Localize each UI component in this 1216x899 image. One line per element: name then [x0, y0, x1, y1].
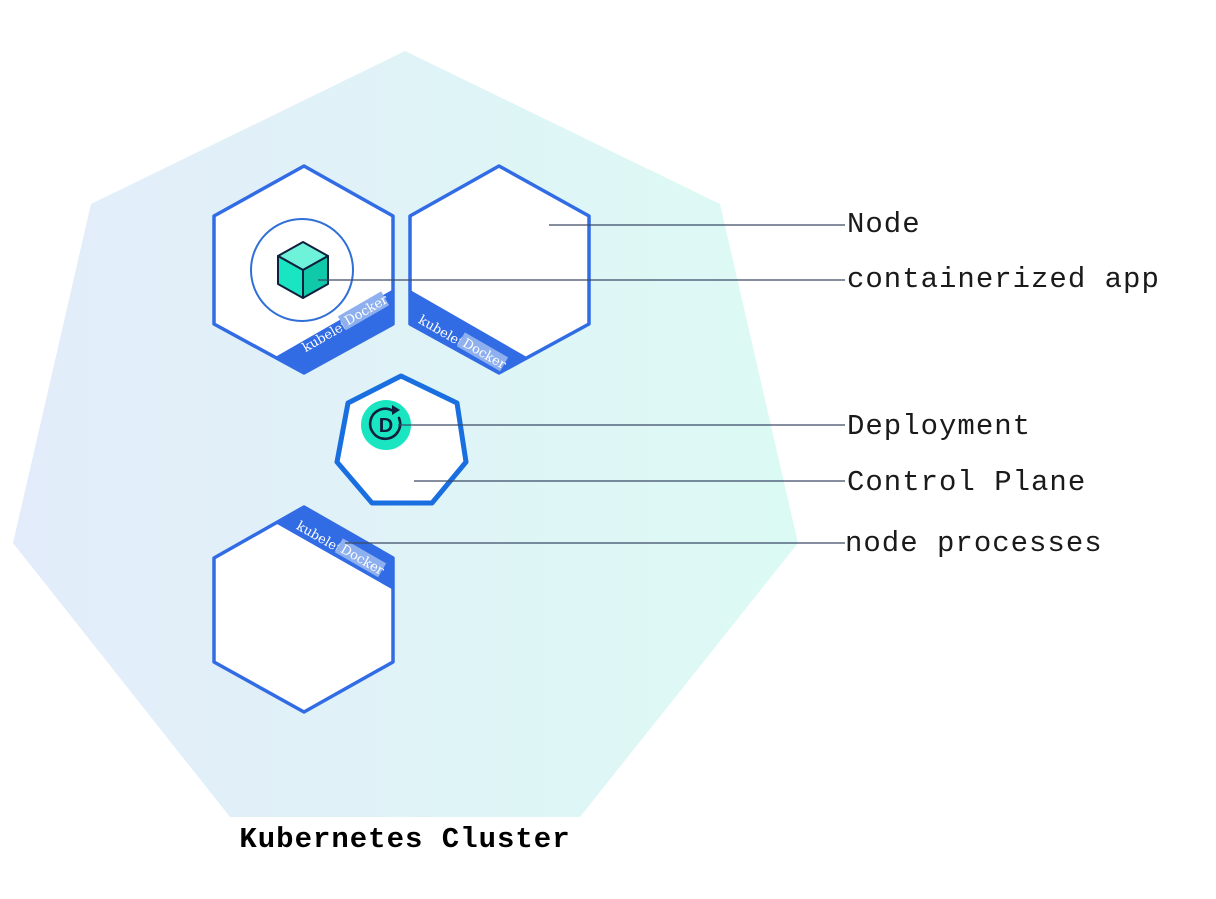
- deployment-icon-letter: D: [379, 415, 393, 437]
- containerized-app-label: containerized app: [847, 263, 1160, 296]
- deployment-icon: D: [361, 400, 411, 450]
- docker-chip: [456, 332, 509, 372]
- docker-chip: [334, 538, 387, 578]
- node-2: kubelet Docker: [408, 164, 591, 375]
- node-3: kubelet Docker: [212, 505, 395, 714]
- cluster-title: Kubernetes Cluster: [239, 823, 570, 856]
- control-plane: D: [334, 373, 469, 506]
- node-label: Node: [847, 208, 921, 241]
- deployment-label: Deployment: [847, 410, 1031, 443]
- node-1: kubelet Docker: [212, 164, 395, 375]
- node-processes-label: node processes: [845, 527, 1103, 560]
- callout-lines: [318, 224, 845, 544]
- cube-icon: [277, 241, 329, 299]
- pod-circle: [250, 218, 354, 322]
- control-plane-label: Control Plane: [847, 466, 1086, 499]
- docker-chip: [337, 291, 390, 331]
